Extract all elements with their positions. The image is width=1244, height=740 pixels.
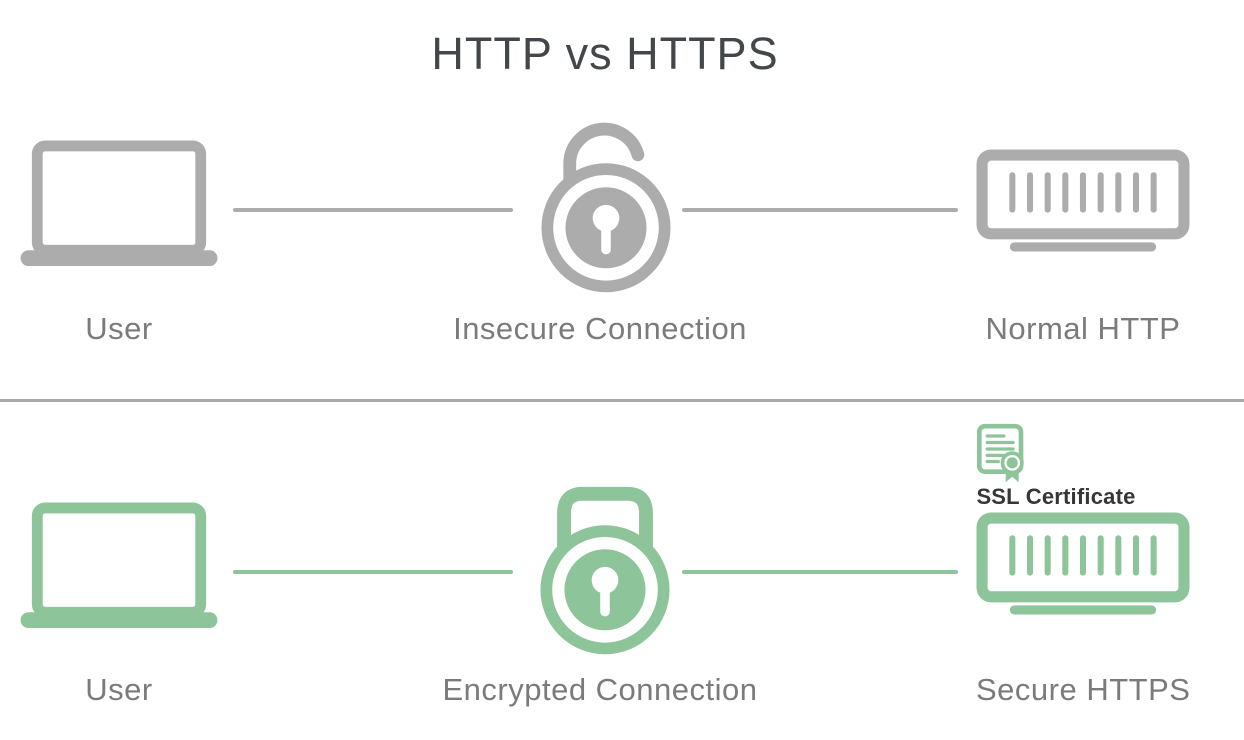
section-divider [0, 399, 1244, 402]
https-connection-line-right [682, 570, 958, 574]
https-server-label: Secure HTTPS [976, 672, 1191, 707]
https-connection-label: Encrypted Connection [442, 672, 758, 707]
server-icon [976, 149, 1190, 254]
http-connection-line-right [682, 208, 958, 212]
page-title: HTTP vs HTTPS [431, 28, 779, 79]
https-connection-line-left [233, 570, 513, 574]
laptop-icon [20, 502, 218, 630]
server-icon [976, 512, 1190, 617]
http-connection-line-left [233, 208, 513, 212]
ssl-certificate-label: SSL Certificate [976, 484, 1136, 509]
https-user-label: User [85, 672, 153, 707]
laptop-icon [20, 140, 218, 268]
closed-padlock-icon [525, 451, 685, 656]
http-user-label: User [85, 311, 153, 346]
http-connection-label: Insecure Connection [453, 311, 747, 346]
certificate-icon [976, 423, 1028, 486]
open-padlock-icon [526, 89, 686, 294]
http-server-label: Normal HTTP [985, 311, 1181, 346]
